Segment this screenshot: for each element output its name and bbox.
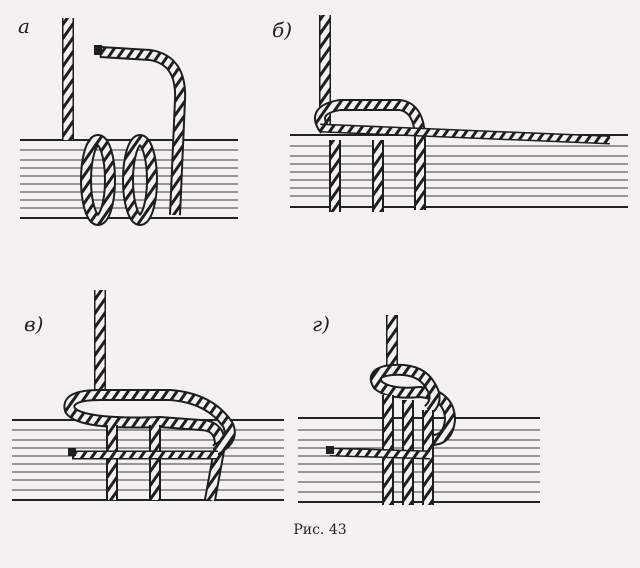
panel-label-b: б) (272, 18, 293, 42)
panel-label-g: г) (312, 312, 330, 336)
panel-g-log (298, 417, 540, 503)
figure-caption: Рис. 43 (293, 522, 347, 538)
panel-v-log (12, 419, 284, 501)
panel-b-log (290, 134, 628, 208)
panel-v-drawing (12, 290, 284, 502)
panel-v-rope (63, 290, 236, 502)
panel-b-drawing (290, 15, 628, 212)
panel-a-drawing (20, 18, 238, 226)
panel-label-v: в) (24, 312, 44, 336)
panel-g-rope (326, 315, 457, 505)
panel-b-rope (314, 15, 611, 212)
panel-g-drawing (298, 315, 540, 505)
panel-a-rope (62, 18, 187, 226)
panel-label-a: a (18, 14, 30, 38)
